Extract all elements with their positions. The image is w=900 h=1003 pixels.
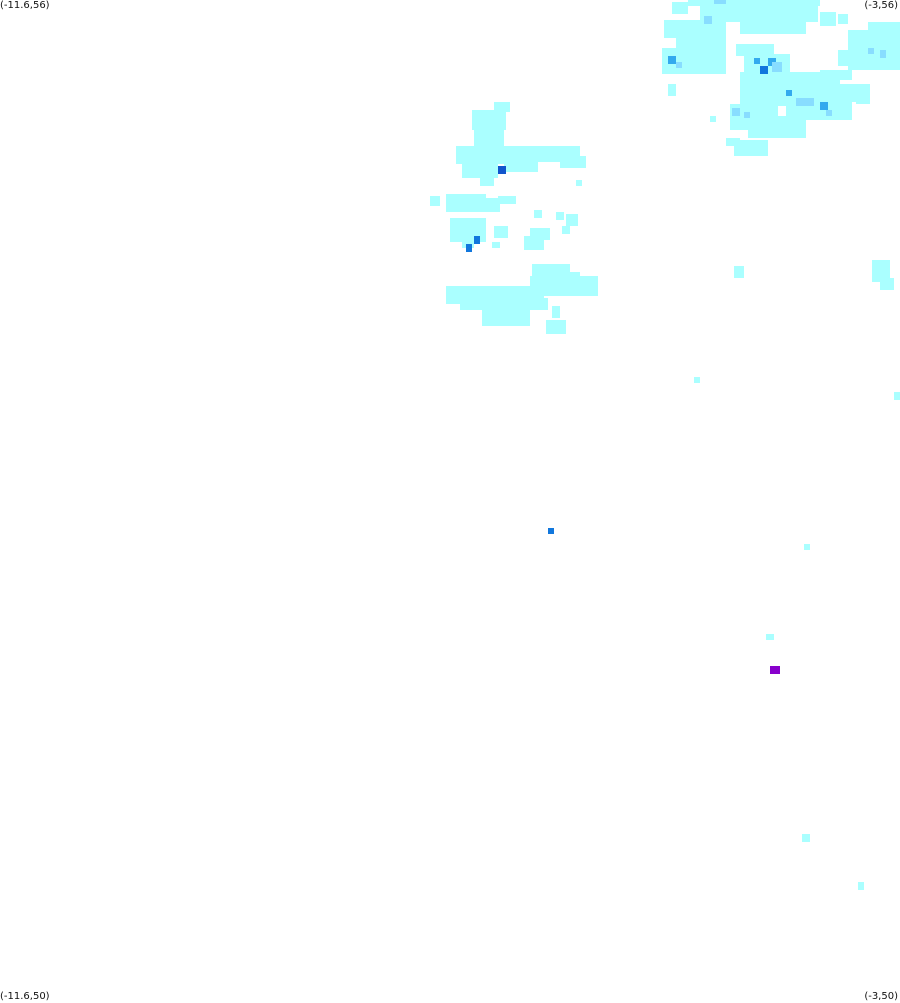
cloud-cluster-middle-lower xyxy=(446,264,598,334)
scattered-cells xyxy=(548,528,864,890)
corner-label-bottom-left: (-11.6,50) xyxy=(0,991,50,1002)
intense-cells-middle xyxy=(466,166,506,252)
intense-cells-top-right xyxy=(668,0,886,118)
corner-label-bottom-right: (-3,50) xyxy=(864,991,898,1002)
corner-label-top-right: (-3,56) xyxy=(864,0,898,11)
corner-label-top-left: (-11.6,56) xyxy=(0,0,50,11)
cloud-cluster-middle-upper xyxy=(430,102,586,250)
cloud-cluster-top-right xyxy=(662,0,900,400)
